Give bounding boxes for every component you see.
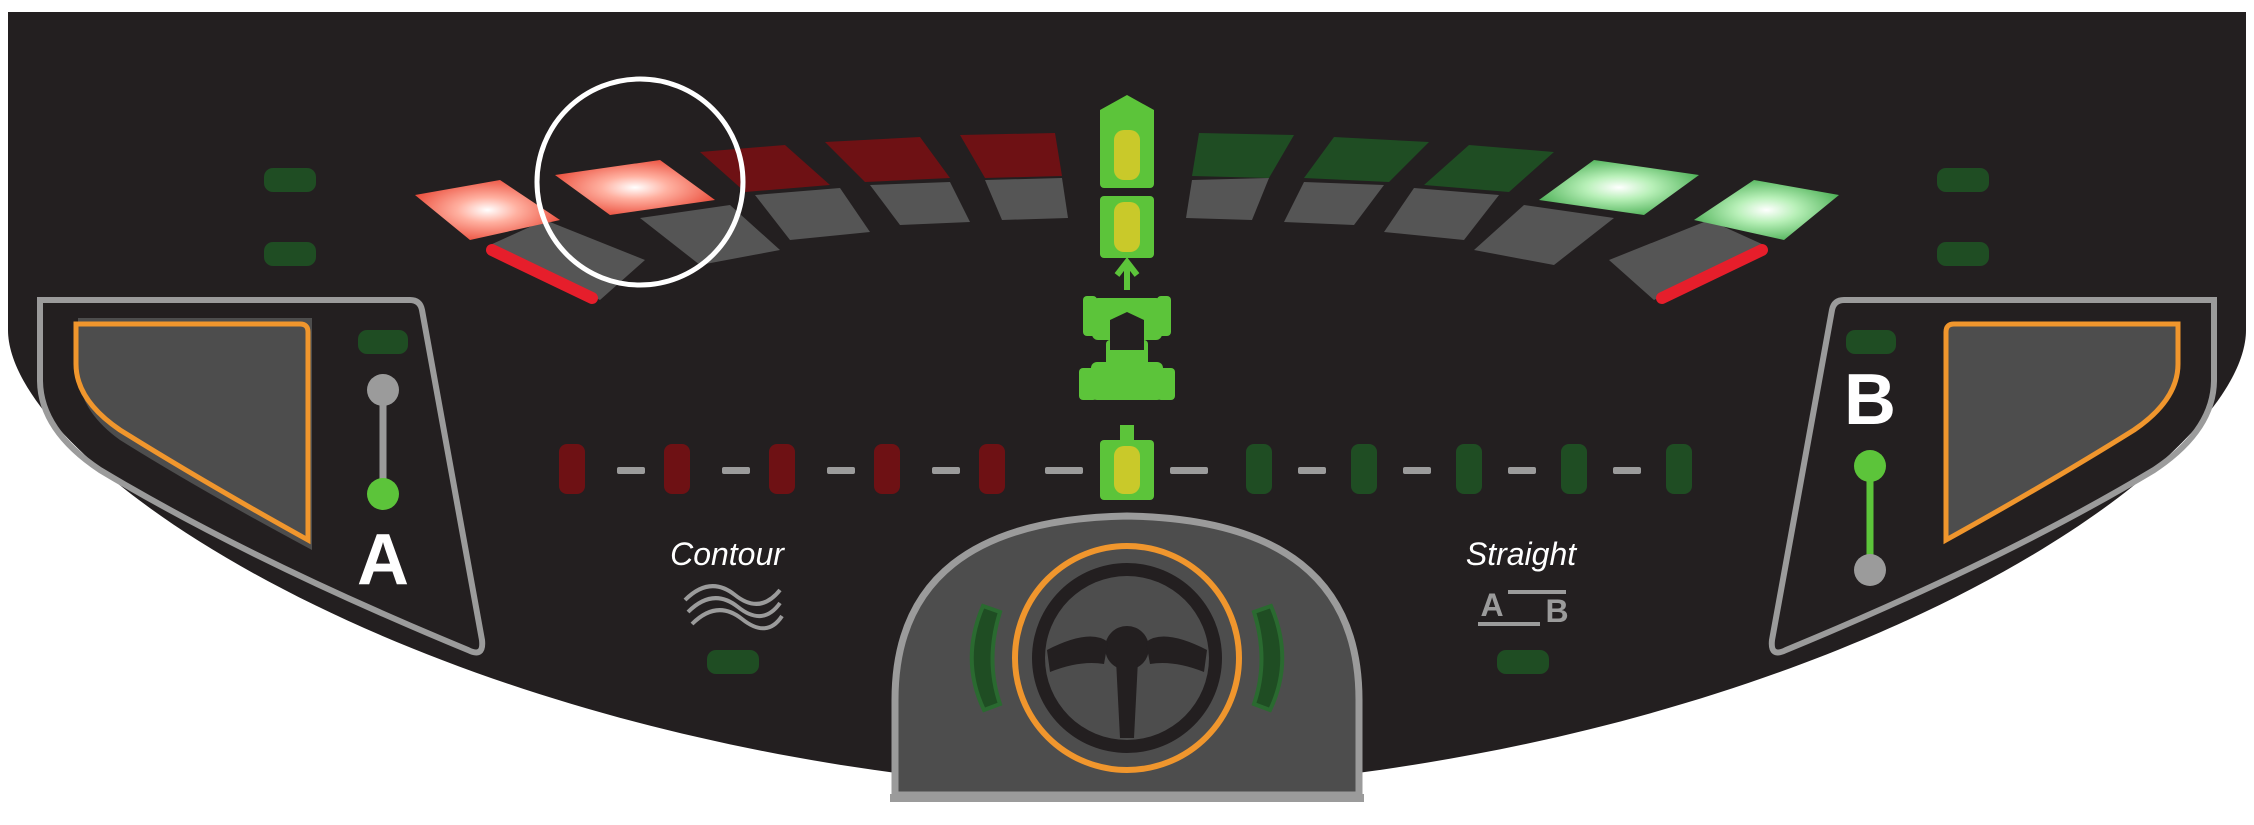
point-a-top-dot bbox=[367, 374, 399, 406]
point-a-label: A bbox=[357, 520, 409, 600]
right-segment-1 bbox=[1192, 133, 1294, 178]
left-indicator-3 bbox=[769, 444, 795, 494]
right-guidance-segments bbox=[1192, 133, 1839, 240]
left-guidance-segments bbox=[415, 133, 1062, 240]
left-segment-2 bbox=[555, 160, 715, 215]
right-indicator-5 bbox=[1666, 444, 1692, 494]
left-segment-4 bbox=[825, 137, 950, 182]
right-guidance-bases bbox=[1186, 178, 1764, 300]
left-segment-3 bbox=[700, 145, 830, 192]
left-red-edge bbox=[486, 244, 598, 304]
contour-status-light bbox=[707, 650, 759, 674]
ab-icon-a: A bbox=[1480, 587, 1503, 623]
right-status-light-lower bbox=[1937, 242, 1989, 266]
steering-right-green-arc bbox=[1251, 603, 1285, 713]
right-segment-base-2 bbox=[1284, 182, 1384, 225]
left-status-light-upper bbox=[264, 168, 316, 192]
left-indicator-2 bbox=[664, 444, 690, 494]
right-panel-frame bbox=[1768, 297, 2217, 656]
panel-bottom-edge bbox=[890, 794, 1364, 802]
right-status-light-upper bbox=[1937, 168, 1989, 192]
left-segment-base-5 bbox=[985, 178, 1068, 220]
right-segment-4 bbox=[1539, 160, 1699, 215]
set-point-b-button[interactable] bbox=[1943, 321, 2181, 545]
right-segment-base-3 bbox=[1384, 188, 1499, 240]
left-indicator-1 bbox=[559, 444, 585, 494]
steering-wheel-icon bbox=[1047, 626, 1207, 738]
contour-mode-button[interactable]: Contour bbox=[670, 536, 785, 674]
straight-label: Straight bbox=[1466, 536, 1577, 572]
left-guidance-bases bbox=[490, 178, 1068, 300]
straight-status-light bbox=[1497, 650, 1549, 674]
right-indicator-3 bbox=[1456, 444, 1482, 494]
right-indicator-1 bbox=[1246, 444, 1272, 494]
straight-mode-button[interactable]: Straight A B bbox=[1466, 536, 1577, 674]
ab-line-icon: A B bbox=[1478, 587, 1569, 629]
tractor-icon bbox=[1079, 296, 1175, 400]
left-segment-5 bbox=[960, 133, 1062, 178]
left-segment-base-3 bbox=[755, 188, 870, 240]
right-segment-3 bbox=[1424, 145, 1554, 192]
left-panel-frame bbox=[37, 297, 486, 656]
point-a-status-light bbox=[358, 330, 408, 354]
set-point-a-panel: A bbox=[37, 297, 486, 656]
steering-left-green-arc bbox=[969, 603, 1003, 713]
left-segment-base-2 bbox=[640, 205, 780, 265]
side-indicators bbox=[264, 168, 1989, 266]
lateral-indicator-row bbox=[559, 425, 1692, 500]
center-column bbox=[1100, 95, 1154, 290]
wavy-lines-icon bbox=[683, 584, 784, 631]
point-b-label: B bbox=[1844, 360, 1896, 440]
center-bottom-core bbox=[1114, 446, 1140, 494]
left-segment-1 bbox=[415, 180, 560, 240]
center-cell-lower-core bbox=[1114, 202, 1140, 252]
right-segment-base-4 bbox=[1474, 205, 1614, 265]
left-segment-base-4 bbox=[870, 182, 970, 225]
center-arrow-tip bbox=[1100, 95, 1154, 122]
panel-background bbox=[8, 12, 2246, 792]
center-guide-arrow bbox=[1114, 257, 1140, 290]
point-b-status-light bbox=[1846, 330, 1896, 354]
left-indicator-4 bbox=[874, 444, 900, 494]
highlight-circle bbox=[534, 76, 746, 288]
ab-icon-b: B bbox=[1545, 593, 1568, 629]
point-a-set-dot bbox=[367, 478, 399, 510]
set-point-b-panel: B bbox=[1768, 297, 2217, 656]
contour-label: Contour bbox=[670, 536, 785, 572]
right-indicator-2 bbox=[1351, 444, 1377, 494]
point-b-set-dot bbox=[1854, 450, 1886, 482]
indicator-dashes bbox=[617, 467, 1641, 474]
right-segment-2 bbox=[1304, 137, 1429, 182]
right-red-edge bbox=[1656, 244, 1768, 304]
right-segment-base-5 bbox=[1609, 220, 1764, 300]
center-cell-upper-core bbox=[1114, 130, 1140, 180]
set-point-a-button[interactable] bbox=[73, 321, 311, 545]
left-status-light-lower bbox=[264, 242, 316, 266]
point-b-bottom-dot bbox=[1854, 554, 1886, 586]
right-segment-base-1 bbox=[1186, 178, 1269, 220]
right-indicator-4 bbox=[1561, 444, 1587, 494]
left-indicator-5 bbox=[979, 444, 1005, 494]
center-bottom-stem bbox=[1120, 425, 1134, 443]
right-segment-5 bbox=[1694, 180, 1839, 240]
